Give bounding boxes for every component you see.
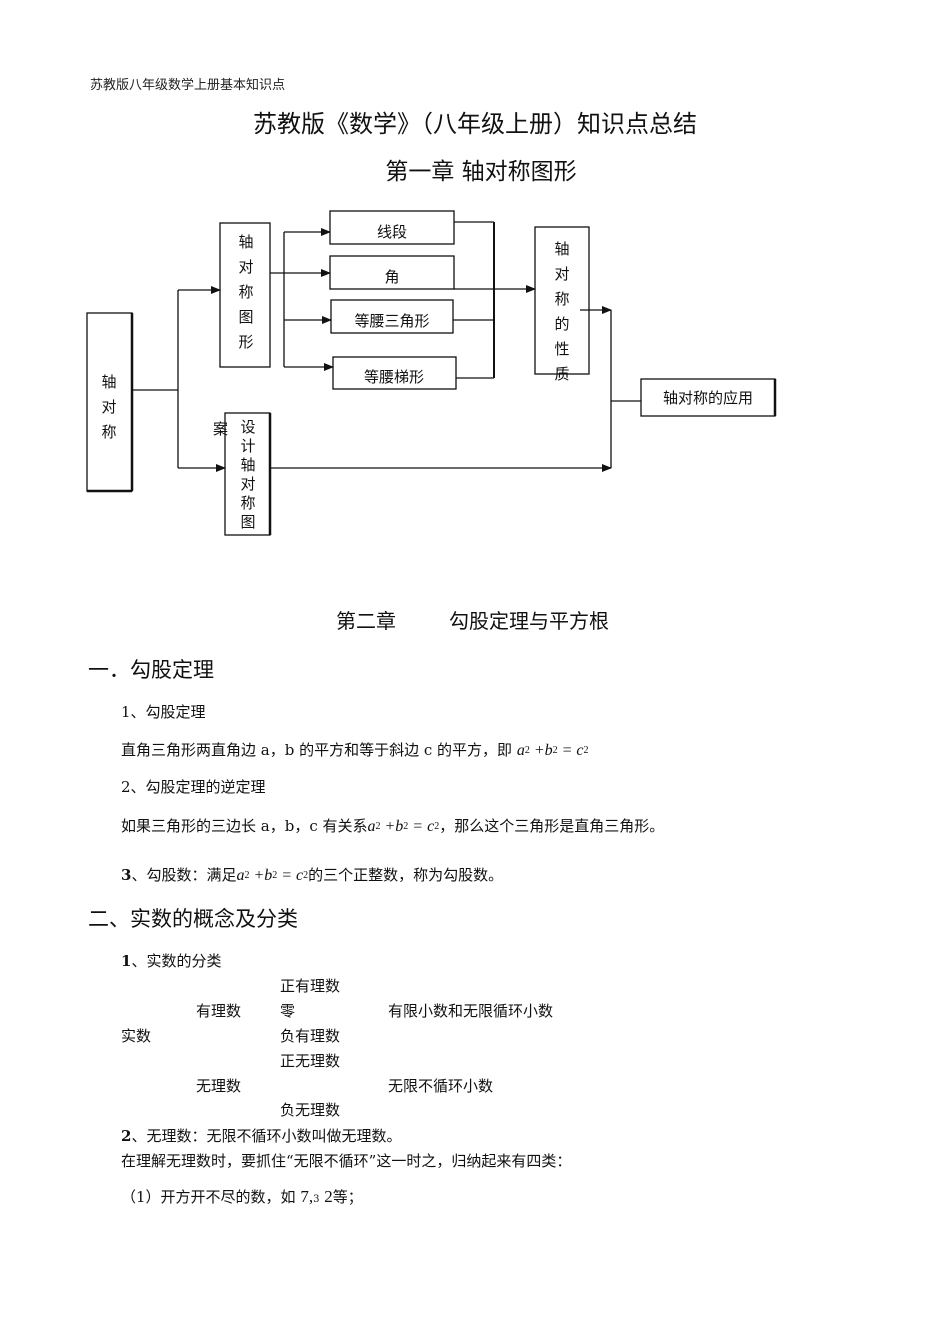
design-label-char: 设 bbox=[240, 418, 255, 436]
figures-box bbox=[219, 222, 271, 368]
item-label-isosceles-triangle: 等腰三角形 bbox=[354, 312, 429, 330]
section2-item2-number: 2 bbox=[121, 1127, 132, 1145]
properties-label-char: 的 bbox=[554, 315, 569, 333]
class-zero: 零 bbox=[280, 1002, 296, 1020]
section1-item3-text: 3、勾股数：满足a2 +b2 = c2的三个正整数，称为勾股数。 bbox=[121, 864, 503, 885]
section1-item2-heading: 2、勾股定理的逆定理 bbox=[121, 778, 266, 796]
chapter1-title: 第一章 轴对称图形 bbox=[385, 159, 577, 185]
header-note: 苏教版八年级数学上册基本知识点 bbox=[90, 78, 286, 93]
section2-item2-text: 2、无理数：无限不循环小数叫做无理数。 bbox=[121, 1125, 401, 1146]
section2-item1-label: 、实数的分类 bbox=[131, 952, 222, 970]
sub1-text-b: 等； bbox=[332, 1188, 363, 1206]
item3-text-b: 的三个正整数，称为勾股数。 bbox=[308, 866, 504, 884]
item-box-isosceles-trapezoid bbox=[332, 356, 457, 390]
figures-label-char: 图 bbox=[238, 308, 253, 326]
properties-label-char: 性 bbox=[554, 340, 569, 358]
figures-label: 轴对称图形 bbox=[238, 233, 253, 351]
sub1-sqrt7: 7, bbox=[300, 1187, 314, 1206]
root-label-char: 称 bbox=[101, 423, 116, 441]
design-label-char: 对 bbox=[240, 475, 255, 493]
item3-text-a: 、勾股数：满足 bbox=[131, 866, 237, 884]
class-irrational-desc: 无限不循环小数 bbox=[388, 1077, 494, 1095]
design-side-char: 案 bbox=[213, 420, 228, 438]
section1-item2-text: 如果三角形的三边长 a，b，c 有关系a2 +b2 = c2，那么这个三角形是直… bbox=[121, 815, 664, 836]
chapter2-title-text: 勾股定理与平方根 bbox=[449, 609, 609, 633]
item-label-angle: 角 bbox=[384, 268, 399, 286]
class-positive-irrational: 正无理数 bbox=[280, 1052, 341, 1070]
section2-item2-note: 在理解无理数时，要抓住“无限不循环”这一时之，归纳起来有四类： bbox=[121, 1152, 572, 1170]
triple-formula: a2 +b2 = c2 bbox=[236, 867, 309, 884]
item2-text-b: ，那么这个三角形是直角三角形。 bbox=[439, 817, 665, 835]
item-label-segment: 线段 bbox=[377, 223, 407, 241]
class-irrational: 无理数 bbox=[196, 1077, 242, 1095]
figures-label-char: 称 bbox=[238, 283, 253, 301]
section1-title: 一．勾股定理 bbox=[88, 658, 214, 682]
section2-item1-number: 1 bbox=[121, 952, 132, 970]
section1-item1-text: 直角三角形两直角边 a，b 的平方和等于斜边 c 的平方，即 a2 +b2 = … bbox=[121, 739, 589, 760]
item1-text: 直角三角形两直角边 a，b 的平方和等于斜边 c 的平方，即 bbox=[121, 741, 513, 759]
figures-label-char: 轴 bbox=[238, 233, 253, 251]
design-label-char: 轴 bbox=[240, 456, 255, 474]
root-label-char: 对 bbox=[101, 398, 116, 416]
section2-item1-heading: 1、实数的分类 bbox=[121, 950, 221, 971]
sub1-root-index: 3 bbox=[313, 1194, 320, 1205]
properties-label-char: 对 bbox=[554, 265, 569, 283]
class-rational-desc: 有限小数和无限循环小数 bbox=[388, 1002, 554, 1020]
root-label: 轴对称 bbox=[101, 373, 116, 441]
design-label-char: 图 bbox=[240, 513, 255, 531]
figures-label-char: 形 bbox=[238, 333, 253, 351]
design-label-char: 计 bbox=[240, 437, 255, 455]
section2-item2-label: 、无理数：无限不循环小数叫做无理数。 bbox=[131, 1127, 402, 1145]
document-title: 苏教版《数学》（八年级上册）知识点总结 bbox=[253, 110, 697, 138]
sub1-cuberoot2: 2 bbox=[324, 1187, 333, 1206]
properties-label-char: 轴 bbox=[554, 240, 569, 258]
chapter2-title-number: 第二章 bbox=[336, 609, 396, 633]
sub1-text-a: （1）开方开不尽的数，如 bbox=[121, 1188, 296, 1206]
class-real: 实数 bbox=[121, 1027, 152, 1045]
converse-formula: a2 +b2 = c2 bbox=[367, 818, 440, 835]
properties-box bbox=[534, 226, 590, 375]
design-label-char: 称 bbox=[240, 494, 255, 512]
section2-item2-sub1: （1）开方开不尽的数，如 7,3 2等； bbox=[121, 1186, 363, 1207]
section1-item1-heading: 1、勾股定理 bbox=[121, 703, 206, 721]
section2-title: 二、实数的概念及分类 bbox=[88, 907, 298, 931]
root-label-char: 轴 bbox=[101, 373, 116, 391]
properties-label-char: 称 bbox=[554, 290, 569, 308]
class-rational: 有理数 bbox=[196, 1002, 242, 1020]
item2-text-a: 如果三角形的三边长 a，b，c 有关系 bbox=[121, 817, 368, 835]
class-positive-rational: 正有理数 bbox=[280, 977, 341, 995]
properties-label-char: 质 bbox=[554, 365, 569, 383]
item-box-segment bbox=[329, 210, 455, 245]
figures-label-char: 对 bbox=[238, 258, 253, 276]
item-label-isosceles-trapezoid: 等腰梯形 bbox=[364, 368, 424, 386]
class-negative-rational: 负有理数 bbox=[280, 1027, 341, 1045]
item3-number: 3 bbox=[121, 866, 132, 884]
pythagorean-formula: a2 +b2 = c2 bbox=[516, 742, 589, 759]
class-negative-irrational: 负无理数 bbox=[280, 1101, 341, 1119]
application-label: 轴对称的应用 bbox=[663, 389, 753, 407]
